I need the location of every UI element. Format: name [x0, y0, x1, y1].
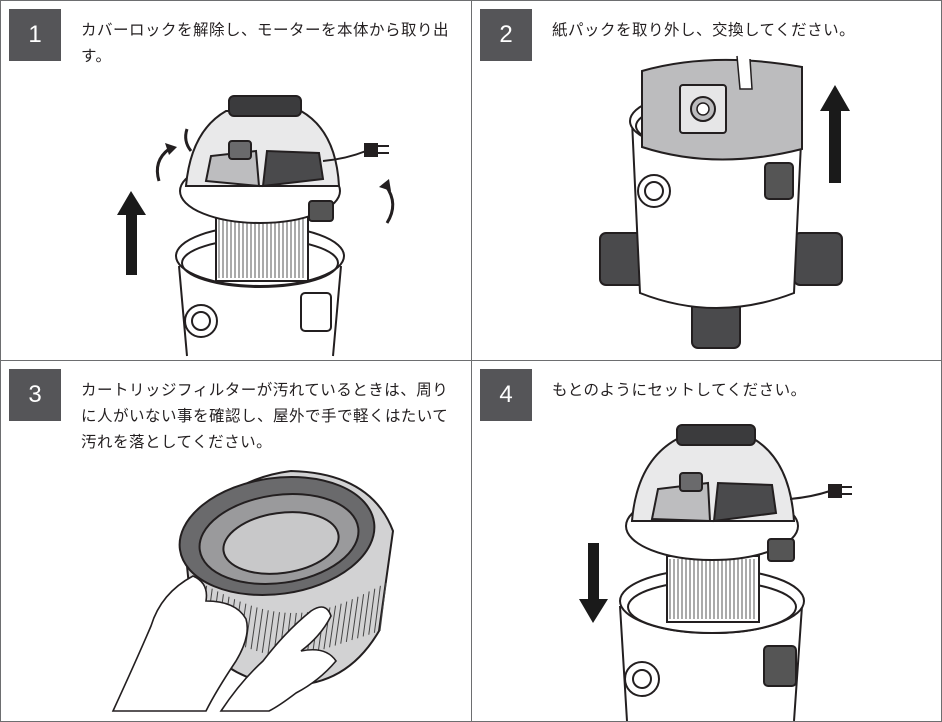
step-2-panel: 2 紙パックを取り外し、交換してください。 — [472, 1, 941, 360]
filter-pleat-line — [345, 599, 353, 642]
paper-bag-replacement-illustration — [599, 55, 850, 349]
filter-pleat-line — [379, 582, 387, 632]
reassembly-illustration — [579, 424, 852, 721]
step-3-text: カートリッジフィルターが汚れているときは、周りに人がいない事を確認し、屋外で手で… — [81, 381, 449, 451]
filter-pleat-line — [334, 603, 342, 646]
filter-pleat-line — [329, 605, 337, 648]
step-4-panel: 4 もとのようにセットしてください。 — [472, 361, 941, 721]
step-2-number: 2 — [480, 9, 532, 61]
step-2-text: 紙パックを取り外し、交換してください。 — [552, 21, 856, 39]
step-1-panel: 1 カバーロックを解除し、モーターを本体から取り出す。 — [1, 1, 471, 360]
filter-pleat-line — [357, 594, 365, 639]
filter-pleat-line — [244, 605, 252, 648]
step-3-number: 3 — [9, 369, 61, 421]
vertical-divider — [471, 1, 472, 721]
filter-pleat-line — [250, 607, 258, 650]
filter-pleat-line — [373, 585, 381, 633]
filter-cleaning-illustration — [111, 469, 395, 712]
filter-pleat-line — [267, 611, 275, 655]
step-4-text: もとのようにセットしてください。 — [552, 381, 807, 399]
filter-pleat-line — [256, 608, 264, 652]
step-3-panel: 3 カートリッジフィルターが汚れているときは、周りに人がいない事を確認し、屋外で… — [1, 361, 471, 721]
filter-pleat-line — [340, 601, 348, 644]
filter-pleat-line — [362, 591, 370, 637]
vacuum-motor-removal-illustration — [117, 95, 395, 357]
filter-pleat-line — [351, 596, 359, 641]
filter-pleat-line — [368, 588, 376, 635]
step-1-text: カバーロックを解除し、モーターを本体から取り出す。 — [81, 21, 450, 65]
filter-pleat-line — [261, 610, 269, 653]
step-4-number: 4 — [480, 369, 532, 421]
step-1-number: 1 — [9, 9, 61, 61]
